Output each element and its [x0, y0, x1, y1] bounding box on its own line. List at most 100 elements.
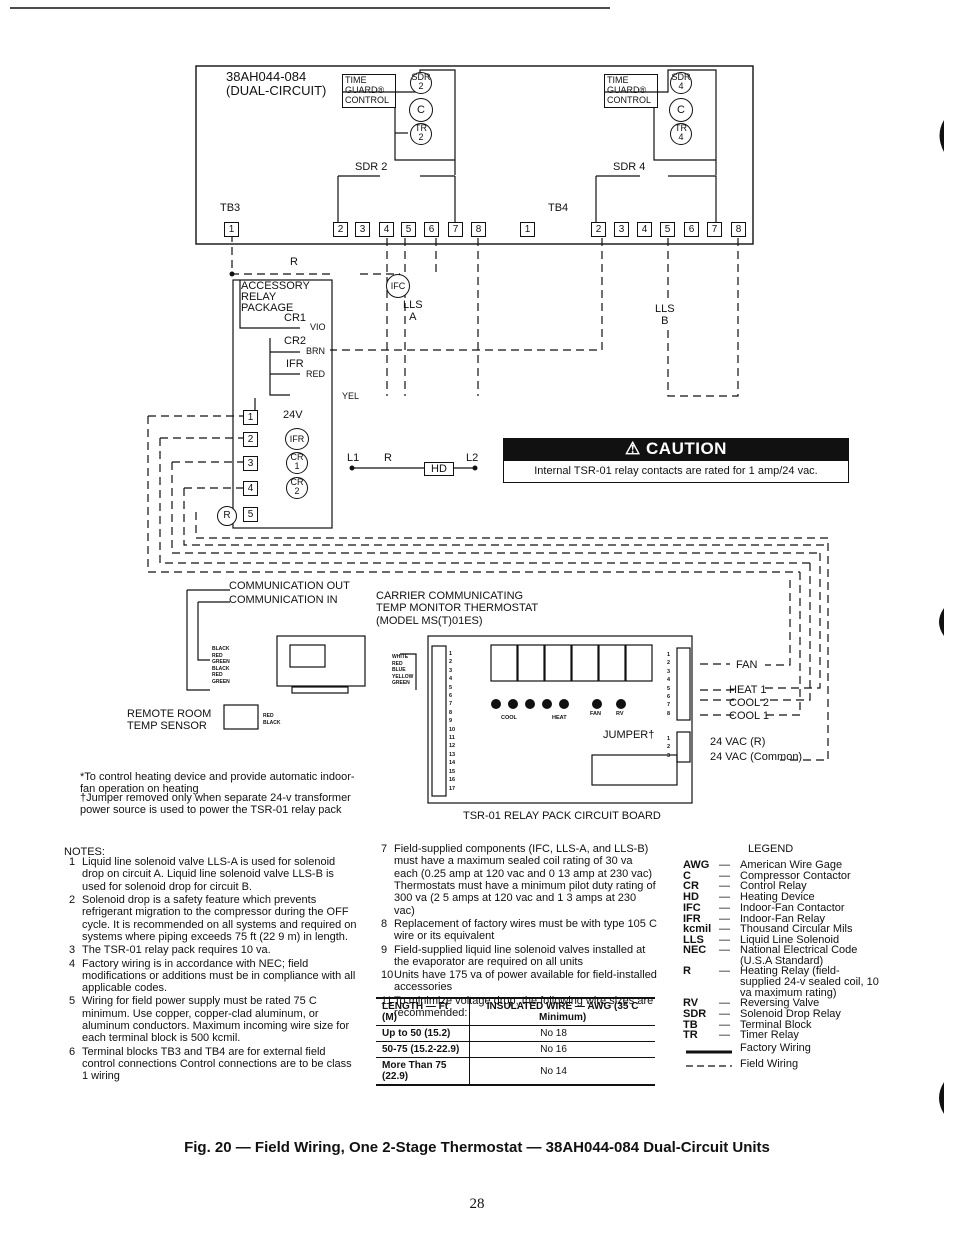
note-6-text: Terminal blocks TB3 and TB4 are for exte… [82, 1045, 352, 1083]
length-cell: 50-75 (15.2-22.9) [376, 1041, 471, 1058]
relay-tb-1: 1 [243, 410, 258, 425]
time-guard-b-line2: GUARD® [607, 84, 647, 95]
communication-out-label: COMMUNICATION OUT [229, 580, 350, 592]
wire-black-2: BLACK [212, 665, 230, 672]
sdr-2-coil-num: 2 [418, 81, 424, 91]
thermostat-line2: TEMP MONITOR THERMOSTAT [376, 602, 539, 615]
wire-size-table: LENGTH — Ft (M) INSULATED WIRE — AWG (35… [376, 997, 655, 1086]
legend-dash: — [719, 965, 730, 977]
wire-red-1: RED [212, 652, 223, 659]
note-3-num: 3 [69, 944, 76, 957]
note-5-num: 5 [69, 995, 76, 1008]
lls-a-valve: LLS A [403, 299, 423, 323]
cr2-coil-label: CR [290, 477, 304, 487]
awg-header: INSULATED WIRE — AWG (35 C Minimum) [469, 997, 655, 1026]
output-cool2: COOL 2 [729, 697, 769, 709]
thermostat-label: CARRIER COMMUNICATING TEMP MONITOR THERM… [376, 590, 538, 627]
ppin-1: 1 [667, 736, 671, 742]
awg-cell: No 18 [469, 1025, 655, 1042]
ppin-2: 2 [667, 744, 671, 751]
note-5-text: Wiring for field power supply must be ra… [82, 995, 350, 1045]
tb4-terminal-7: 7 [707, 222, 722, 237]
legend-factory-wiring: Factory Wiring [740, 1042, 811, 1054]
tb3-terminal-2: 2 [333, 222, 348, 237]
pin-11: 11 [449, 735, 455, 742]
legend-key: kcmil [683, 923, 712, 935]
tr-4-coil-num: 4 [678, 132, 684, 142]
led-fan-label: FAN [590, 711, 601, 717]
unit-title: 38AH044-084 (DUAL-CIRCUIT) [226, 70, 326, 97]
tb3-terminal-6: 6 [424, 222, 439, 237]
rpin-8: 8 [667, 710, 671, 717]
output-cool1: COOL 1 [729, 710, 769, 722]
c-coil-a: C [409, 98, 433, 122]
note-4-num: 4 [69, 957, 76, 970]
pin-10: 10 [449, 726, 456, 733]
wire-blue: BLUE [392, 667, 406, 673]
relay-title-line3: PACKAGE [241, 302, 294, 314]
tb3-terminal-1: 1 [224, 222, 239, 237]
note-10-text: Units have 175 va of power available for… [394, 969, 657, 994]
thermostat-line1: CARRIER COMMUNICATING [376, 590, 524, 602]
pin-8: 8 [449, 709, 453, 716]
legend-value: Liquid Line Solenoid [740, 934, 840, 946]
brn-wire-label: BRN [306, 346, 326, 356]
legend-key: SDR [683, 1008, 707, 1020]
awg-cell: No 16 [469, 1041, 655, 1058]
legend-value: Thousand Circular Mils [740, 923, 853, 935]
caution-text: Internal TSR-01 relay contacts are rated… [503, 460, 849, 483]
tb4-terminal-6: 6 [684, 222, 699, 237]
pin-13: 13 [449, 751, 456, 758]
legend-value: Compressor Contactor [740, 870, 851, 882]
vio-wire-label: VIO [310, 322, 326, 332]
time-guard-b-line1: TIME [607, 75, 629, 85]
led-cool-label: COOL [501, 715, 517, 721]
unit-type: (DUAL-CIRCUIT) [226, 82, 327, 98]
footnote-jumper: †Jumper removed only when separate 24-v … [80, 792, 351, 817]
legend-value: Solenoid Drop Relay [740, 1008, 841, 1020]
lls-b-valve: LLS B [655, 303, 675, 327]
r-coil: R [217, 506, 237, 526]
lls-a-label: LLS [403, 299, 423, 311]
legend-value: Reversing Valve [740, 997, 820, 1009]
relay-board-caption: TSR-01 RELAY PACK CIRCUIT BOARD [463, 810, 661, 822]
legend-key: IFC [683, 902, 701, 914]
wire-green: GREEN [392, 680, 410, 686]
notes-title: NOTES: [64, 846, 105, 858]
rpin-3: 3 [667, 668, 671, 675]
wire-red: RED [392, 660, 403, 667]
wire-black-1: BLACK [212, 646, 230, 652]
output-heat1: HEAT 1 [729, 684, 767, 696]
l2-label: L2 [466, 452, 479, 464]
sdr-2-label: SDR 2 [355, 161, 388, 173]
lls-b-sub: B [661, 314, 669, 327]
legend-dash: — [719, 891, 730, 903]
wire-red-2: RED [212, 672, 223, 678]
lls-a-sub: A [409, 310, 417, 323]
legend-key: RV [683, 997, 699, 1009]
tb4-terminal-4: 4 [637, 222, 652, 237]
tr-2-coil-num: 2 [418, 132, 424, 142]
cr1-label: CR1 [284, 312, 307, 324]
wire-table-header: LENGTH — Ft (M) INSULATED WIRE — AWG (35… [376, 997, 655, 1026]
pin-4: 4 [449, 676, 453, 683]
rpin-4: 4 [667, 677, 671, 684]
time-guard-a-line2: GUARD® [345, 84, 385, 95]
sensor-wire-colors: RED BLACK [263, 713, 281, 727]
table-row: More Than 75 (22.9) No 14 [376, 1057, 655, 1086]
remote-sensor-line2: TEMP SENSOR [127, 720, 207, 733]
pin-14: 14 [449, 760, 456, 767]
awg-cell: No 14 [469, 1057, 655, 1086]
legend-key: CR [683, 880, 699, 892]
rpin-1: 1 [667, 652, 671, 658]
legend-key: HD [683, 891, 699, 903]
unit-model: 38AH044-084 [226, 69, 307, 84]
